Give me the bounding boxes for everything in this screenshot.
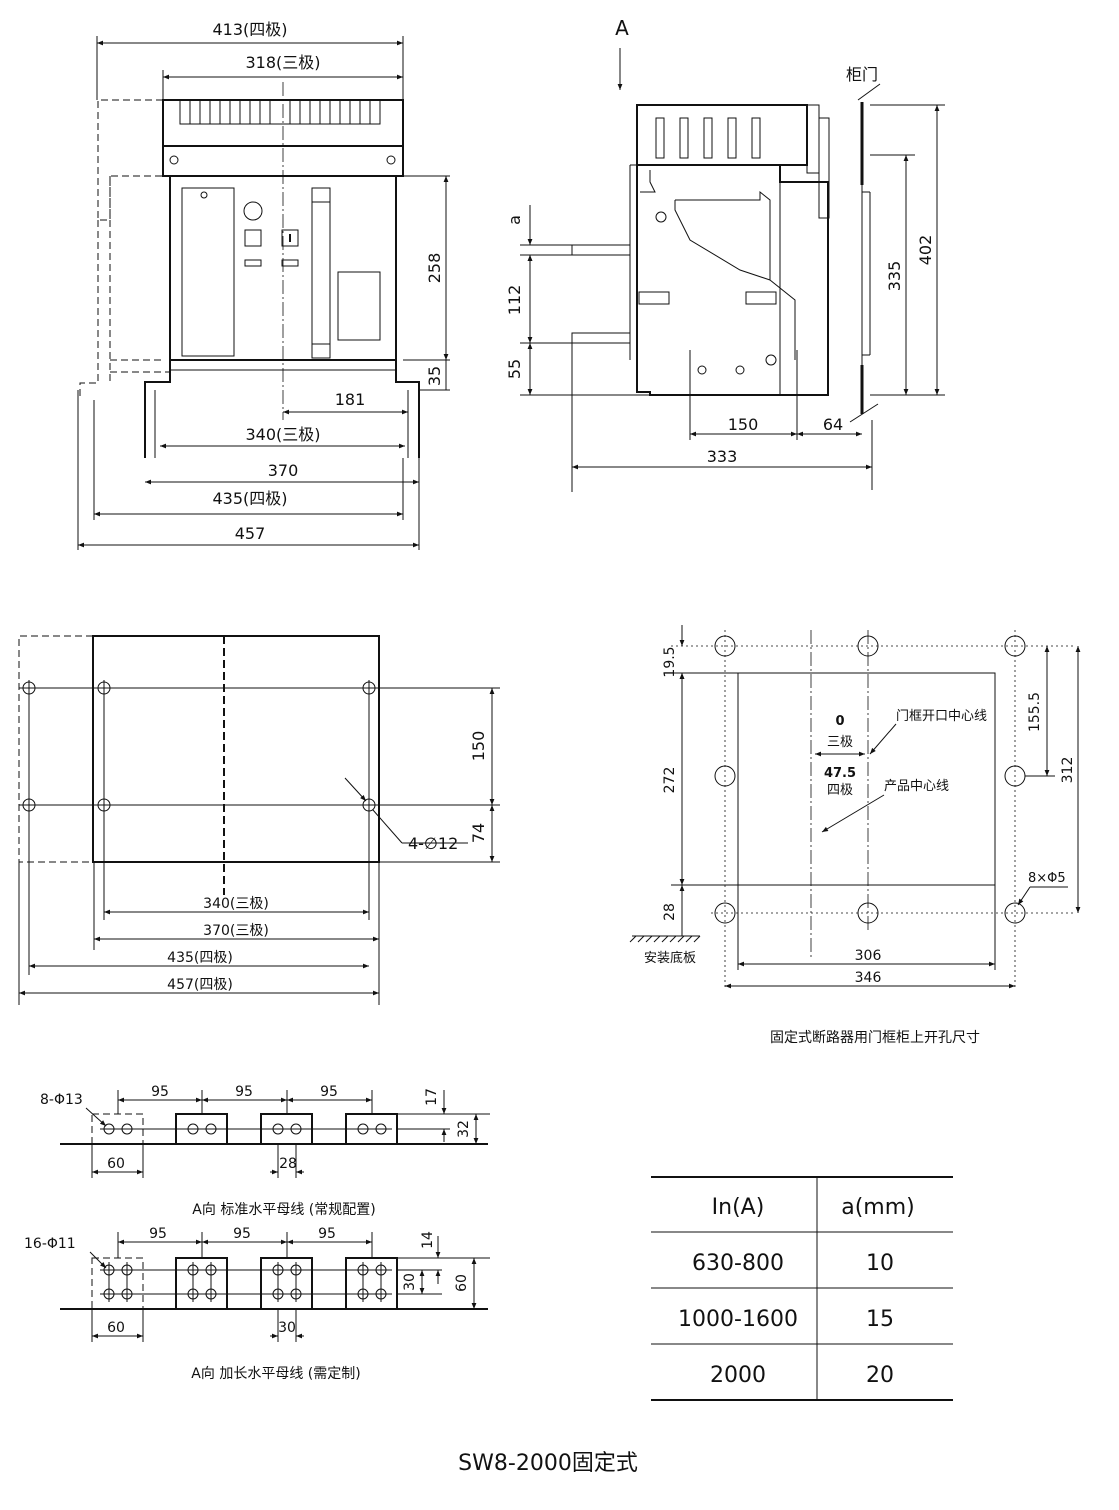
mount-dim-457: 457(四极): [167, 977, 233, 993]
door-dim-312: 312: [1060, 757, 1076, 784]
ext-pitch-2: 95: [233, 1226, 251, 1242]
ext-dim-30v: 30: [402, 1273, 418, 1291]
product-center-label: 产品中心线: [884, 779, 949, 794]
front-dim-370: 370: [268, 461, 299, 480]
mount-hole-label: 4-∅12: [408, 834, 458, 853]
mount-dim-435: 435(四极): [167, 950, 233, 966]
ext-pitch-1: 95: [149, 1226, 167, 1242]
door-dim-306: 306: [855, 948, 882, 964]
table-cell: 20: [866, 1363, 894, 1388]
mounting-view: 150 74 4-∅12 340(三极) 370(三极) 435(四极) 457…: [18, 635, 500, 1005]
std-busbar-caption: A向 标准水平母线 (常规配置): [192, 1202, 375, 1218]
std-pitch-3: 95: [320, 1084, 338, 1100]
mount-dim-74: 74: [469, 823, 488, 843]
ext-busbar-caption: A向 加长水平母线 (需定制): [191, 1366, 360, 1382]
door-center-label: 门框开口中心线: [896, 709, 987, 724]
front-dim-413: 413(四极): [212, 20, 287, 39]
side-dim-112: 112: [505, 285, 524, 316]
current-gap-table: In(A) a(mm) 630-800 10 1000-1600 15 2000…: [651, 1176, 953, 1401]
side-dim-402: 402: [916, 235, 935, 266]
std-pitch-2: 95: [235, 1084, 253, 1100]
door-hole-label: 8×Φ5: [1028, 871, 1066, 886]
front-view: 413(四极) 318(三极) 258 35 181 340(三极) 370 4…: [77, 20, 450, 550]
table-header-a: a(mm): [841, 1195, 915, 1220]
door-dim-19-5: 19.5: [662, 646, 678, 677]
busbar-standard-view: 95 95 95 8-Φ13 17 32 60 28 A向 标准水平母线 (常规…: [40, 1084, 490, 1218]
busbar-extended-view: 95 95 95 16-Φ11 14 30 60 60 30 A向 加长水平母线…: [24, 1226, 490, 1382]
side-dim-64: 64: [823, 415, 843, 434]
side-dim-335: 335: [885, 261, 904, 292]
ext-dim-60: 60: [107, 1320, 125, 1336]
mount-dim-340: 340(三极): [203, 896, 269, 912]
drawing-title: SW8-2000固定式: [458, 1451, 638, 1476]
door-cutout-caption: 固定式断路器用门框柜上开孔尺寸: [770, 1030, 980, 1046]
ext-dim-14: 14: [420, 1231, 436, 1249]
table-cell: 1000-1600: [678, 1307, 798, 1332]
door-dim-272: 272: [662, 767, 678, 794]
ext-hole-label: 16-Φ11: [24, 1236, 76, 1252]
mount-dim-370: 370(三极): [203, 923, 269, 939]
front-dim-435: 435(四极): [212, 489, 287, 508]
ext-dim-60v: 60: [454, 1274, 470, 1292]
side-view: A 柜门: [505, 16, 945, 492]
front-dim-181: 181: [335, 390, 366, 409]
door-label: 柜门: [846, 65, 878, 84]
view-a-label: A: [615, 16, 629, 40]
door-zero: 0: [835, 714, 844, 729]
front-dim-318: 318(三极): [245, 53, 320, 72]
side-dim-150: 150: [728, 415, 759, 434]
std-pitch-1: 95: [151, 1084, 169, 1100]
door-four-pole: 四极: [827, 783, 853, 798]
front-dim-457: 457: [235, 524, 266, 543]
side-dim-333: 333: [707, 447, 738, 466]
front-dim-258: 258: [425, 253, 444, 284]
door-dim-28: 28: [662, 903, 678, 921]
std-dim-32: 32: [456, 1120, 472, 1138]
table-cell: 10: [866, 1251, 894, 1276]
table-header-in: In(A): [712, 1195, 765, 1220]
door-dim-346: 346: [855, 970, 882, 986]
std-dim-60: 60: [107, 1156, 125, 1172]
door-three-pole: 三极: [827, 735, 853, 750]
front-dim-35: 35: [425, 366, 444, 386]
door-dim-155-5: 155.5: [1027, 692, 1043, 732]
std-dim-17: 17: [424, 1088, 440, 1106]
front-dim-340: 340(三极): [245, 425, 320, 444]
table-cell: 630-800: [692, 1251, 784, 1276]
table-cell: 15: [866, 1307, 894, 1332]
mount-dim-150: 150: [469, 731, 488, 762]
std-dim-28: 28: [279, 1156, 297, 1172]
table-cell: 2000: [710, 1363, 766, 1388]
base-plate-label: 安装底板: [644, 950, 696, 966]
door-cutout-view: 19.5 272 28 155.5 312 0 三极 47.5 四极 门框开口中…: [629, 625, 1081, 1046]
door-offset: 47.5: [824, 766, 856, 781]
std-hole-label: 8-Φ13: [40, 1092, 83, 1108]
ext-dim-30: 30: [278, 1320, 296, 1336]
side-dim-a: a: [505, 215, 524, 225]
side-dim-55: 55: [505, 359, 524, 379]
ext-pitch-3: 95: [318, 1226, 336, 1242]
